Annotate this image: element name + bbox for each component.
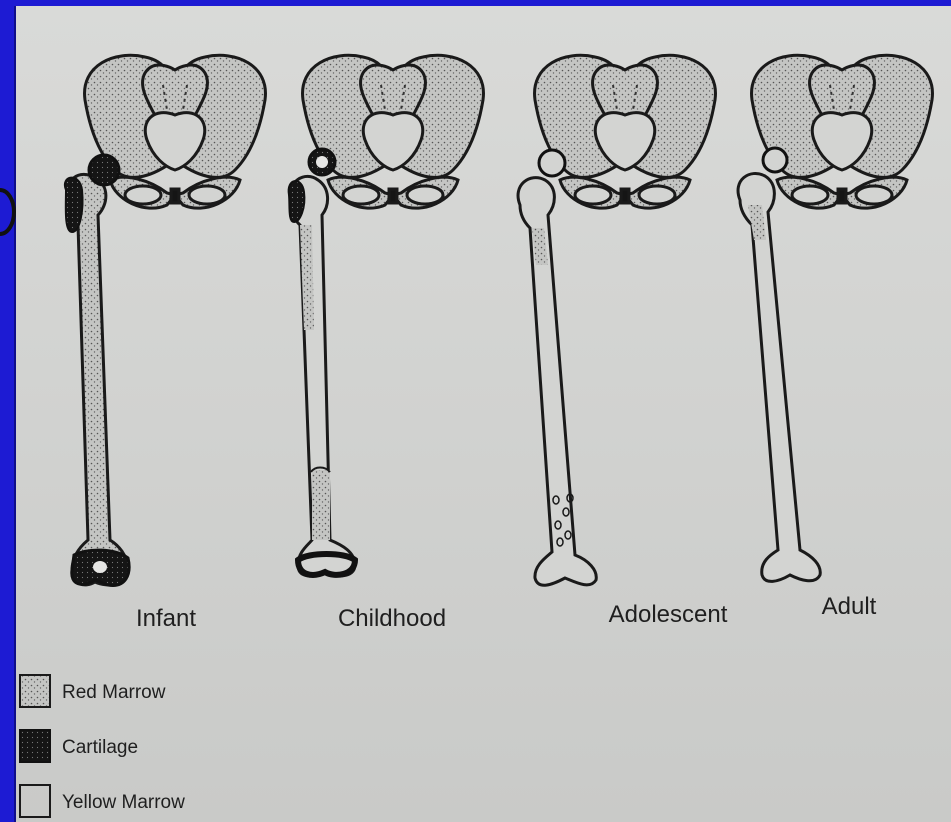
adult-illustration	[738, 55, 932, 581]
legend: Red Marrow Cartilage Yellow Marrow	[20, 675, 185, 817]
legend-label-cartilage: Cartilage	[62, 737, 138, 758]
adolescent-illustration	[518, 55, 715, 585]
edge-artifact	[0, 190, 14, 234]
stage-label-adult: Adult	[822, 593, 877, 620]
yellow-marrow-swatch	[20, 785, 50, 817]
stage-label-childhood: Childhood	[338, 605, 446, 632]
infant-illustration	[65, 55, 266, 585]
stage-label-infant: Infant	[136, 605, 196, 632]
legend-label-yellow-marrow: Yellow Marrow	[62, 792, 185, 813]
legend-label-red-marrow: Red Marrow	[62, 682, 166, 703]
cartilage-swatch	[20, 730, 50, 762]
stage-label-adolescent: Adolescent	[609, 601, 728, 628]
red-marrow-swatch	[20, 675, 50, 707]
childhood-illustration	[289, 55, 484, 576]
